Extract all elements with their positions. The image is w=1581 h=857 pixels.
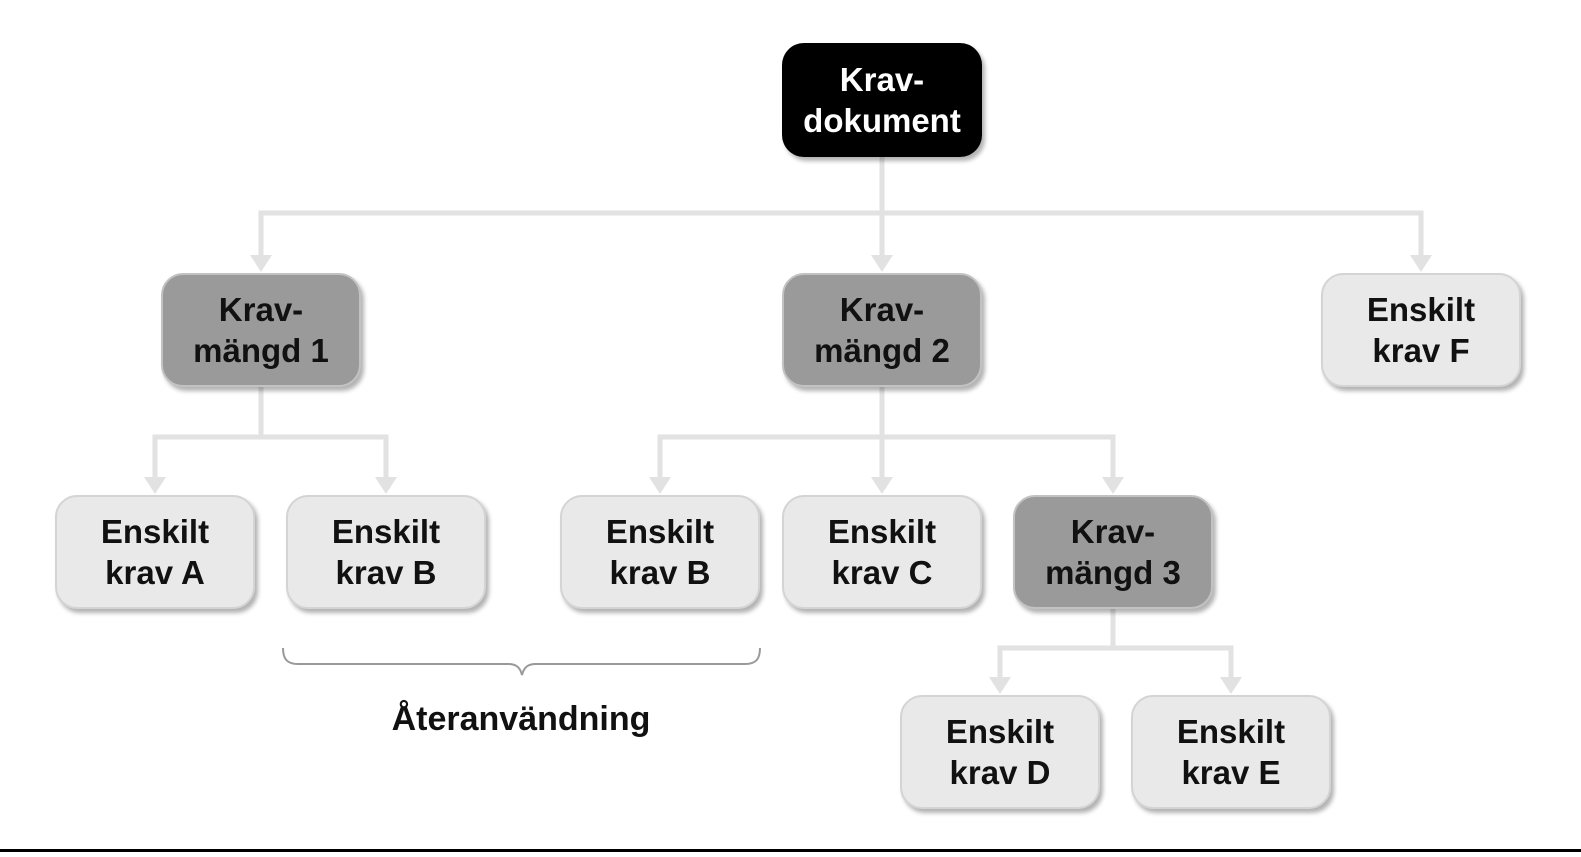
node-enskilt-krav-d: Enskilt krav D xyxy=(900,695,1100,809)
arrowhead-enskilt-krav-b2 xyxy=(649,477,671,494)
connector-root-right-branch xyxy=(882,210,1424,256)
arrowhead-enskilt-krav-f xyxy=(1410,255,1432,272)
arrowhead-enskilt-krav-b1 xyxy=(375,477,397,494)
arrowhead-enskilt-krav-a xyxy=(144,477,166,494)
node-label: Enskilt krav C xyxy=(827,513,937,591)
node-label: Enskilt krav E xyxy=(1176,713,1286,791)
connector-km3-left-branch xyxy=(997,609,1116,677)
node-label: Krav- mängd 2 xyxy=(814,291,950,369)
node-krav-dokument: Krav- dokument xyxy=(782,43,982,157)
node-krav-mangd-2: Krav- mängd 2 xyxy=(782,273,982,387)
brace-reuse xyxy=(282,647,761,676)
connector-km2-right-branch xyxy=(882,434,1116,478)
node-enskilt-krav-a: Enskilt krav A xyxy=(55,495,255,609)
arrowhead-krav-mangd-2 xyxy=(871,255,893,272)
node-krav-mangd-3: Krav- mängd 3 xyxy=(1013,495,1213,609)
connector-root-left-branch xyxy=(258,210,882,256)
node-label: Krav- mängd 3 xyxy=(1045,513,1181,591)
node-label: Enskilt krav B xyxy=(605,513,715,591)
arrowhead-enskilt-krav-d xyxy=(989,677,1011,694)
connector-km2-left-branch xyxy=(657,387,885,478)
connector-km1-left-branch xyxy=(152,387,264,478)
node-label: Krav- dokument xyxy=(803,61,961,139)
node-enskilt-krav-c: Enskilt krav C xyxy=(782,495,982,609)
node-enskilt-krav-b2: Enskilt krav B xyxy=(560,495,760,609)
node-krav-mangd-1: Krav- mängd 1 xyxy=(161,273,361,387)
node-label: Enskilt krav D xyxy=(945,713,1055,791)
node-enskilt-krav-f: Enskilt krav F xyxy=(1321,273,1521,387)
bottom-rule xyxy=(0,849,1581,852)
node-enskilt-krav-b1: Enskilt krav B xyxy=(286,495,486,609)
node-enskilt-krav-e: Enskilt krav E xyxy=(1131,695,1331,809)
node-label: Enskilt krav B xyxy=(331,513,441,591)
arrowhead-krav-mangd-1 xyxy=(250,255,272,272)
node-label: Krav- mängd 1 xyxy=(193,291,329,369)
connector-km3-right-branch xyxy=(1113,645,1234,677)
annotation-reuse-label: Återanvändning xyxy=(391,700,651,738)
arrowhead-enskilt-krav-e xyxy=(1220,677,1242,694)
arrowhead-krav-mangd-3 xyxy=(1102,477,1124,494)
node-label: Enskilt krav A xyxy=(100,513,210,591)
arrowhead-enskilt-krav-c xyxy=(871,477,893,494)
node-label: Enskilt krav F xyxy=(1366,291,1476,369)
connector-km1-right-branch xyxy=(261,434,389,478)
